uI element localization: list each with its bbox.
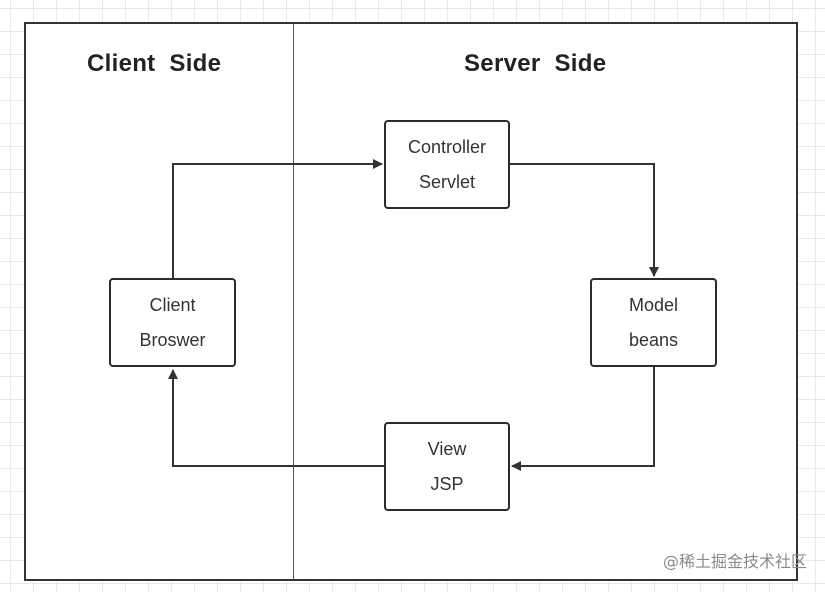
server-side-title: Server Side — [464, 50, 607, 77]
controller-box-line2: Servlet — [418, 171, 476, 192]
client-browser-box: Client Broswer — [109, 278, 236, 367]
view-box-line1: View — [427, 438, 467, 459]
view-jsp-box: View JSP — [384, 422, 510, 511]
side-divider — [293, 24, 294, 579]
arrow-model-to-view — [511, 366, 655, 471]
controller-box-line1: Controller — [407, 136, 487, 157]
model-beans-box: Model beans — [590, 278, 717, 367]
controller-servlet-box: Controller Servlet — [384, 120, 510, 209]
client-box-line2: Broswer — [139, 329, 206, 350]
client-box-line1: Client — [149, 294, 196, 315]
client-side-title: Client Side — [87, 50, 222, 77]
arrow-controller-to-model — [510, 163, 659, 277]
arrow-view-to-client — [168, 369, 384, 467]
view-box-line2: JSP — [430, 473, 464, 494]
watermark: @稀土掘金技术社区 — [662, 552, 807, 571]
model-box-line1: Model — [628, 294, 679, 315]
model-box-line2: beans — [628, 329, 679, 350]
arrow-client-to-controller — [172, 159, 383, 278]
